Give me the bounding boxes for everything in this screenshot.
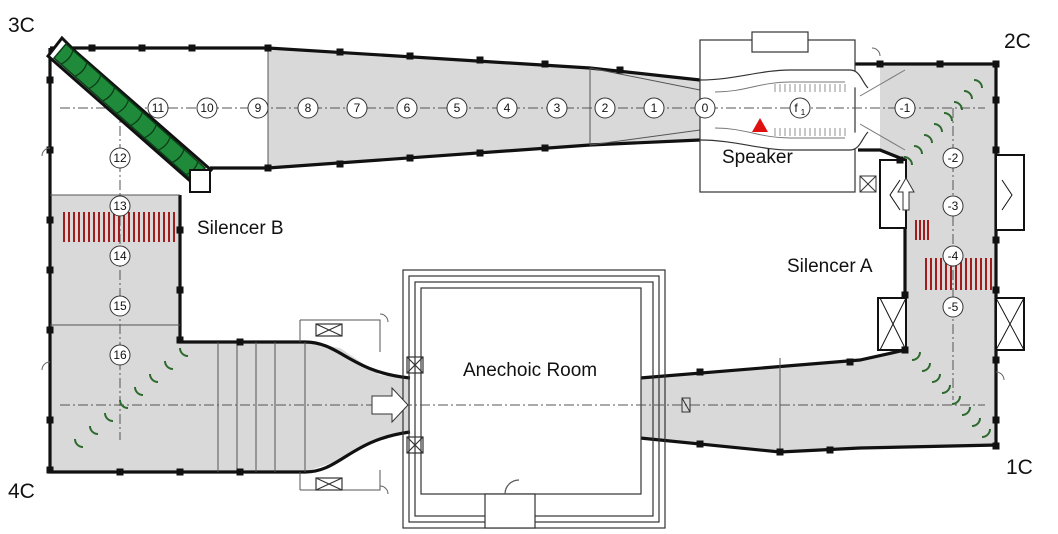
- marker-label: 11: [152, 101, 165, 115]
- marker-label: 12: [113, 151, 127, 165]
- wall-posts: [46, 44, 1000, 476]
- door-arcs: [41, 47, 1005, 495]
- marker--5: -5: [942, 296, 964, 318]
- marker--1: -1: [894, 97, 916, 119]
- marker-12: 12: [109, 147, 131, 169]
- marker-label: 2: [602, 101, 609, 115]
- silencer-red-bars: [63, 212, 992, 290]
- marker-label: -4: [948, 249, 959, 263]
- side-louvers: [877, 154, 1025, 351]
- marker-4: 4: [496, 97, 518, 119]
- marker-f1: f 1: [789, 97, 811, 119]
- flow-arrow-right: [371, 386, 409, 424]
- marker-label: 1: [651, 101, 658, 115]
- flow-arrow-up: [897, 176, 915, 211]
- marker-label: 9: [255, 101, 262, 115]
- marker-f1-base: f: [794, 101, 798, 115]
- label-anechoic-room: Anechoic Room: [463, 360, 597, 381]
- marker--2: -2: [942, 147, 964, 169]
- marker-label: 15: [113, 299, 127, 313]
- marker-7: 7: [346, 97, 368, 119]
- marker-label: 5: [454, 101, 461, 115]
- marker-label: 13: [113, 199, 127, 213]
- speaker-marker: [752, 118, 768, 132]
- marker-label: 10: [200, 101, 214, 115]
- marker-label: 7: [354, 101, 361, 115]
- marker-3: 3: [546, 97, 568, 119]
- corner-label-1c: 1C: [1006, 456, 1033, 479]
- marker-label: 3: [554, 101, 561, 115]
- marker-label: -3: [948, 199, 959, 213]
- corner-label-2c: 2C: [1004, 30, 1031, 53]
- flow-arrows: [371, 176, 915, 424]
- turning-vanes: [74, 79, 991, 448]
- marker-label: -1: [900, 101, 911, 115]
- anechoic-room: [315, 269, 666, 529]
- marker-5: 5: [446, 97, 468, 119]
- marker-f1-sub: 1: [801, 108, 806, 117]
- marker--3: -3: [942, 195, 964, 217]
- speaker-room: [699, 31, 906, 193]
- marker-0: 0: [694, 97, 716, 119]
- marker-label: 14: [113, 249, 127, 263]
- marker-label: 6: [404, 101, 411, 115]
- marker-1: 1: [643, 97, 665, 119]
- label-silencer-b: Silencer B: [197, 218, 284, 239]
- silencer-b-element: [45, 35, 214, 193]
- marker-label: 0: [702, 101, 709, 115]
- marker-14: 14: [109, 245, 131, 267]
- marker-label: 16: [113, 348, 127, 362]
- marker-15: 15: [109, 295, 131, 317]
- marker-9: 9: [247, 97, 269, 119]
- marker-11: 11: [147, 97, 169, 119]
- marker-8: 8: [297, 97, 319, 119]
- marker-2: 2: [594, 97, 616, 119]
- marker-label: -2: [948, 151, 959, 165]
- marker-label: -5: [948, 300, 959, 314]
- marker-10: 10: [196, 97, 218, 119]
- corner-label-3c: 3C: [8, 14, 35, 37]
- marker-6: 6: [396, 97, 418, 119]
- label-speaker: Speaker: [722, 147, 793, 168]
- marker-13: 13: [109, 195, 131, 217]
- marker-label: 4: [504, 101, 511, 115]
- label-silencer-a: Silencer A: [787, 256, 873, 277]
- marker--4: -4: [942, 245, 964, 267]
- marker-16: 16: [109, 344, 131, 366]
- corner-label-4c: 4C: [8, 480, 35, 503]
- marker-label: 8: [305, 101, 312, 115]
